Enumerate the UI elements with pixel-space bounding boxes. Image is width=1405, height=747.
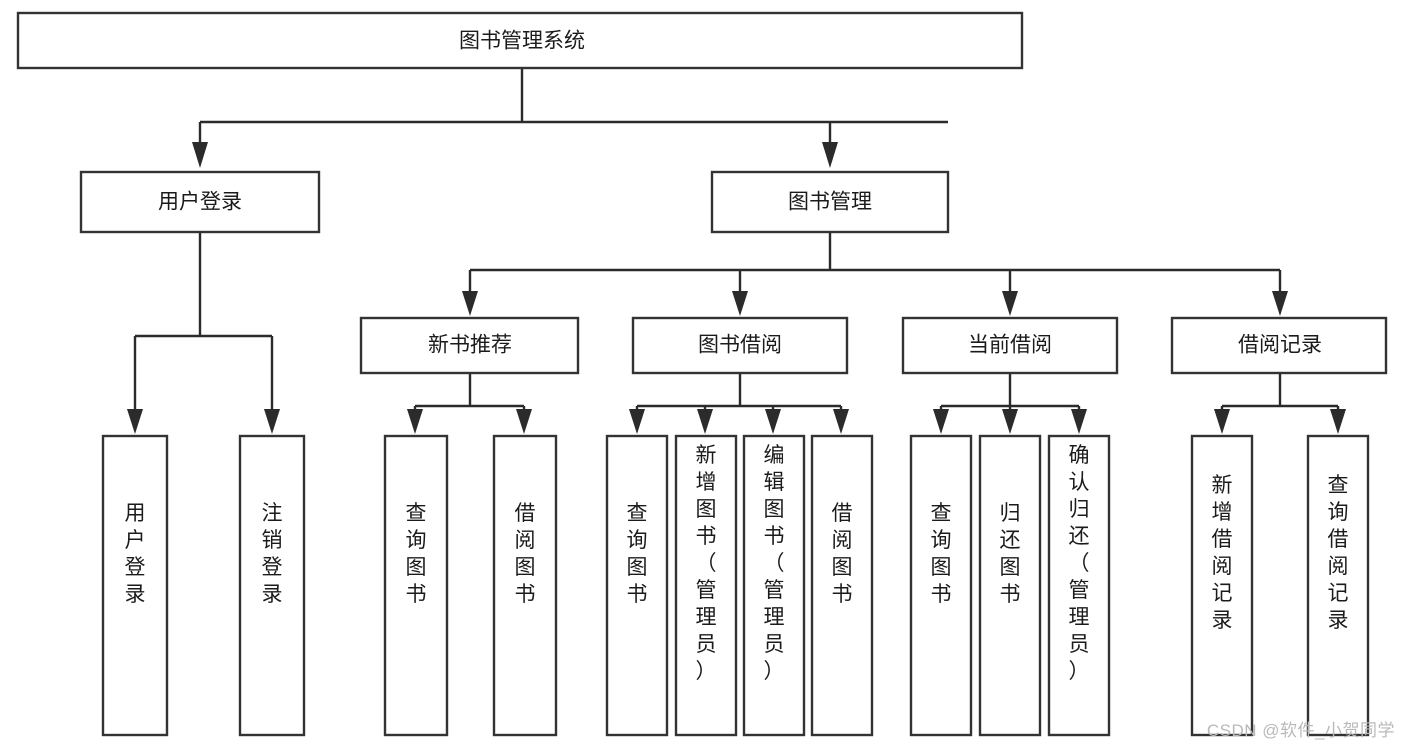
arrowhead-current-borrow	[1002, 291, 1018, 316]
node-leaf-edit-book-box[interactable]	[742, 434, 806, 737]
node-leaf-user-login-label: 用户登录	[125, 502, 146, 606]
node-current-borrow[interactable]: 当前借阅	[901, 316, 1119, 375]
node-leaf-add-book-box[interactable]	[674, 434, 738, 737]
node-borrow-record-label: 借阅记录	[1238, 334, 1322, 357]
node-leaf-return-book-label: 归还图书	[1000, 502, 1021, 606]
node-leaf-logout-label: 注销登录	[262, 502, 283, 606]
connector-group-book-manage	[462, 232, 1288, 316]
node-leaf-add-book-label: 新增图书（管理员）	[696, 444, 717, 683]
node-user-login-box[interactable]	[79, 170, 321, 234]
node-book-manage-label: 图书管理	[788, 191, 872, 214]
node-leaf-return-book[interactable]: 归还图书	[978, 434, 1042, 737]
node-user-login[interactable]: 用户登录	[79, 170, 321, 234]
connector-group-borrow-record	[1214, 373, 1346, 434]
node-root-label: 图书管理系统	[459, 30, 585, 53]
node-leaf-confirm-return-box[interactable]	[1047, 434, 1111, 737]
node-leaf-query-book-2[interactable]: 查询图书	[605, 434, 669, 737]
arrowhead-book-borrow	[732, 291, 748, 316]
node-book-manage[interactable]: 图书管理	[710, 170, 950, 234]
node-leaf-query-record-box[interactable]	[1306, 434, 1370, 737]
node-leaf-return-book-box[interactable]	[978, 434, 1042, 737]
node-leaf-query-book-3[interactable]: 查询图书	[909, 434, 973, 737]
node-book-borrow-label: 图书借阅	[698, 334, 782, 357]
node-leaf-add-book[interactable]: 新增图书（管理员）	[674, 434, 738, 737]
node-leaf-user-login[interactable]: 用户登录	[101, 434, 169, 737]
node-leaf-confirm-return-label: 确认归还（管理员）	[1069, 444, 1090, 683]
arrowhead-leaf-logout	[264, 409, 280, 434]
node-book-borrow-box[interactable]	[631, 316, 849, 375]
node-leaf-query-book-1-box[interactable]	[383, 434, 449, 737]
node-leaf-query-record[interactable]: 查询借阅记录	[1306, 434, 1370, 737]
node-leaf-logout[interactable]: 注销登录	[238, 434, 306, 737]
arrowhead-leaf-confirm-return	[1071, 409, 1087, 434]
node-leaf-query-record-label: 查询借阅记录	[1328, 474, 1349, 632]
node-leaf-query-book-2-box[interactable]	[605, 434, 669, 737]
arrowhead-leaf-query-book-3	[933, 409, 949, 434]
node-leaf-borrow-book-1[interactable]: 借阅图书	[492, 434, 558, 737]
arrowhead-leaf-query-record	[1330, 409, 1346, 434]
node-leaf-confirm-return[interactable]: 确认归还（管理员）	[1047, 434, 1111, 737]
arrowhead-leaf-add-record	[1214, 409, 1230, 434]
node-leaf-user-login-box[interactable]	[101, 434, 169, 737]
node-new-book-rec[interactable]: 新书推荐	[359, 316, 580, 375]
connector-group-book-borrow	[629, 373, 849, 434]
node-borrow-record-box[interactable]	[1170, 316, 1388, 375]
connector-group-current-borrow	[933, 373, 1087, 434]
connector-group-new-book-rec	[407, 373, 532, 434]
node-new-book-rec-box[interactable]	[359, 316, 580, 375]
node-leaf-query-book-1[interactable]: 查询图书	[383, 434, 449, 737]
node-root[interactable]: 图书管理系统	[16, 11, 1024, 70]
node-leaf-borrow-book-2[interactable]: 借阅图书	[810, 434, 874, 737]
arrowhead-user-login	[192, 142, 208, 168]
connector-group-user-login	[127, 232, 280, 434]
node-current-borrow-label: 当前借阅	[968, 334, 1052, 357]
node-leaf-add-record-box[interactable]	[1190, 434, 1254, 737]
arrowhead-leaf-query-book-2	[629, 409, 645, 434]
node-borrow-record[interactable]: 借阅记录	[1170, 316, 1388, 375]
arrowhead-leaf-add-book	[697, 409, 713, 434]
node-leaf-borrow-book-2-label: 借阅图书	[832, 502, 853, 606]
arrowhead-book-manage	[822, 142, 838, 168]
node-leaf-query-book-2-label: 查询图书	[627, 502, 648, 606]
node-book-manage-box[interactable]	[710, 170, 950, 234]
arrowhead-leaf-borrow-book-2	[833, 409, 849, 434]
arrowhead-leaf-return-book	[1002, 409, 1018, 434]
node-leaf-logout-box[interactable]	[238, 434, 306, 737]
node-user-login-label: 用户登录	[158, 191, 242, 214]
node-leaf-borrow-book-1-label: 借阅图书	[515, 502, 536, 606]
node-leaf-query-book-3-label: 查询图书	[931, 502, 952, 606]
arrowhead-leaf-user-login	[127, 409, 143, 434]
connector-group-root	[192, 68, 948, 168]
arrowhead-leaf-edit-book	[765, 409, 781, 434]
arrowhead-new-book-rec	[462, 291, 478, 316]
node-new-book-rec-label: 新书推荐	[428, 334, 512, 357]
arrowhead-borrow-record	[1272, 291, 1288, 316]
node-leaf-edit-book[interactable]: 编辑图书（管理员）	[742, 434, 806, 737]
arrowhead-leaf-borrow-book-1	[516, 409, 532, 434]
node-leaf-query-book-3-box[interactable]	[909, 434, 973, 737]
node-leaf-borrow-book-1-box[interactable]	[492, 434, 558, 737]
node-book-borrow[interactable]: 图书借阅	[631, 316, 849, 375]
node-leaf-add-record[interactable]: 新增借阅记录	[1190, 434, 1254, 737]
node-root-box[interactable]	[16, 11, 1024, 70]
node-leaf-add-record-label: 新增借阅记录	[1212, 474, 1233, 632]
arrowhead-leaf-query-book-1	[407, 409, 423, 434]
node-leaf-edit-book-label: 编辑图书（管理员）	[764, 444, 785, 683]
node-current-borrow-box[interactable]	[901, 316, 1119, 375]
node-leaf-borrow-book-2-box[interactable]	[810, 434, 874, 737]
node-leaf-query-book-1-label: 查询图书	[406, 502, 427, 606]
